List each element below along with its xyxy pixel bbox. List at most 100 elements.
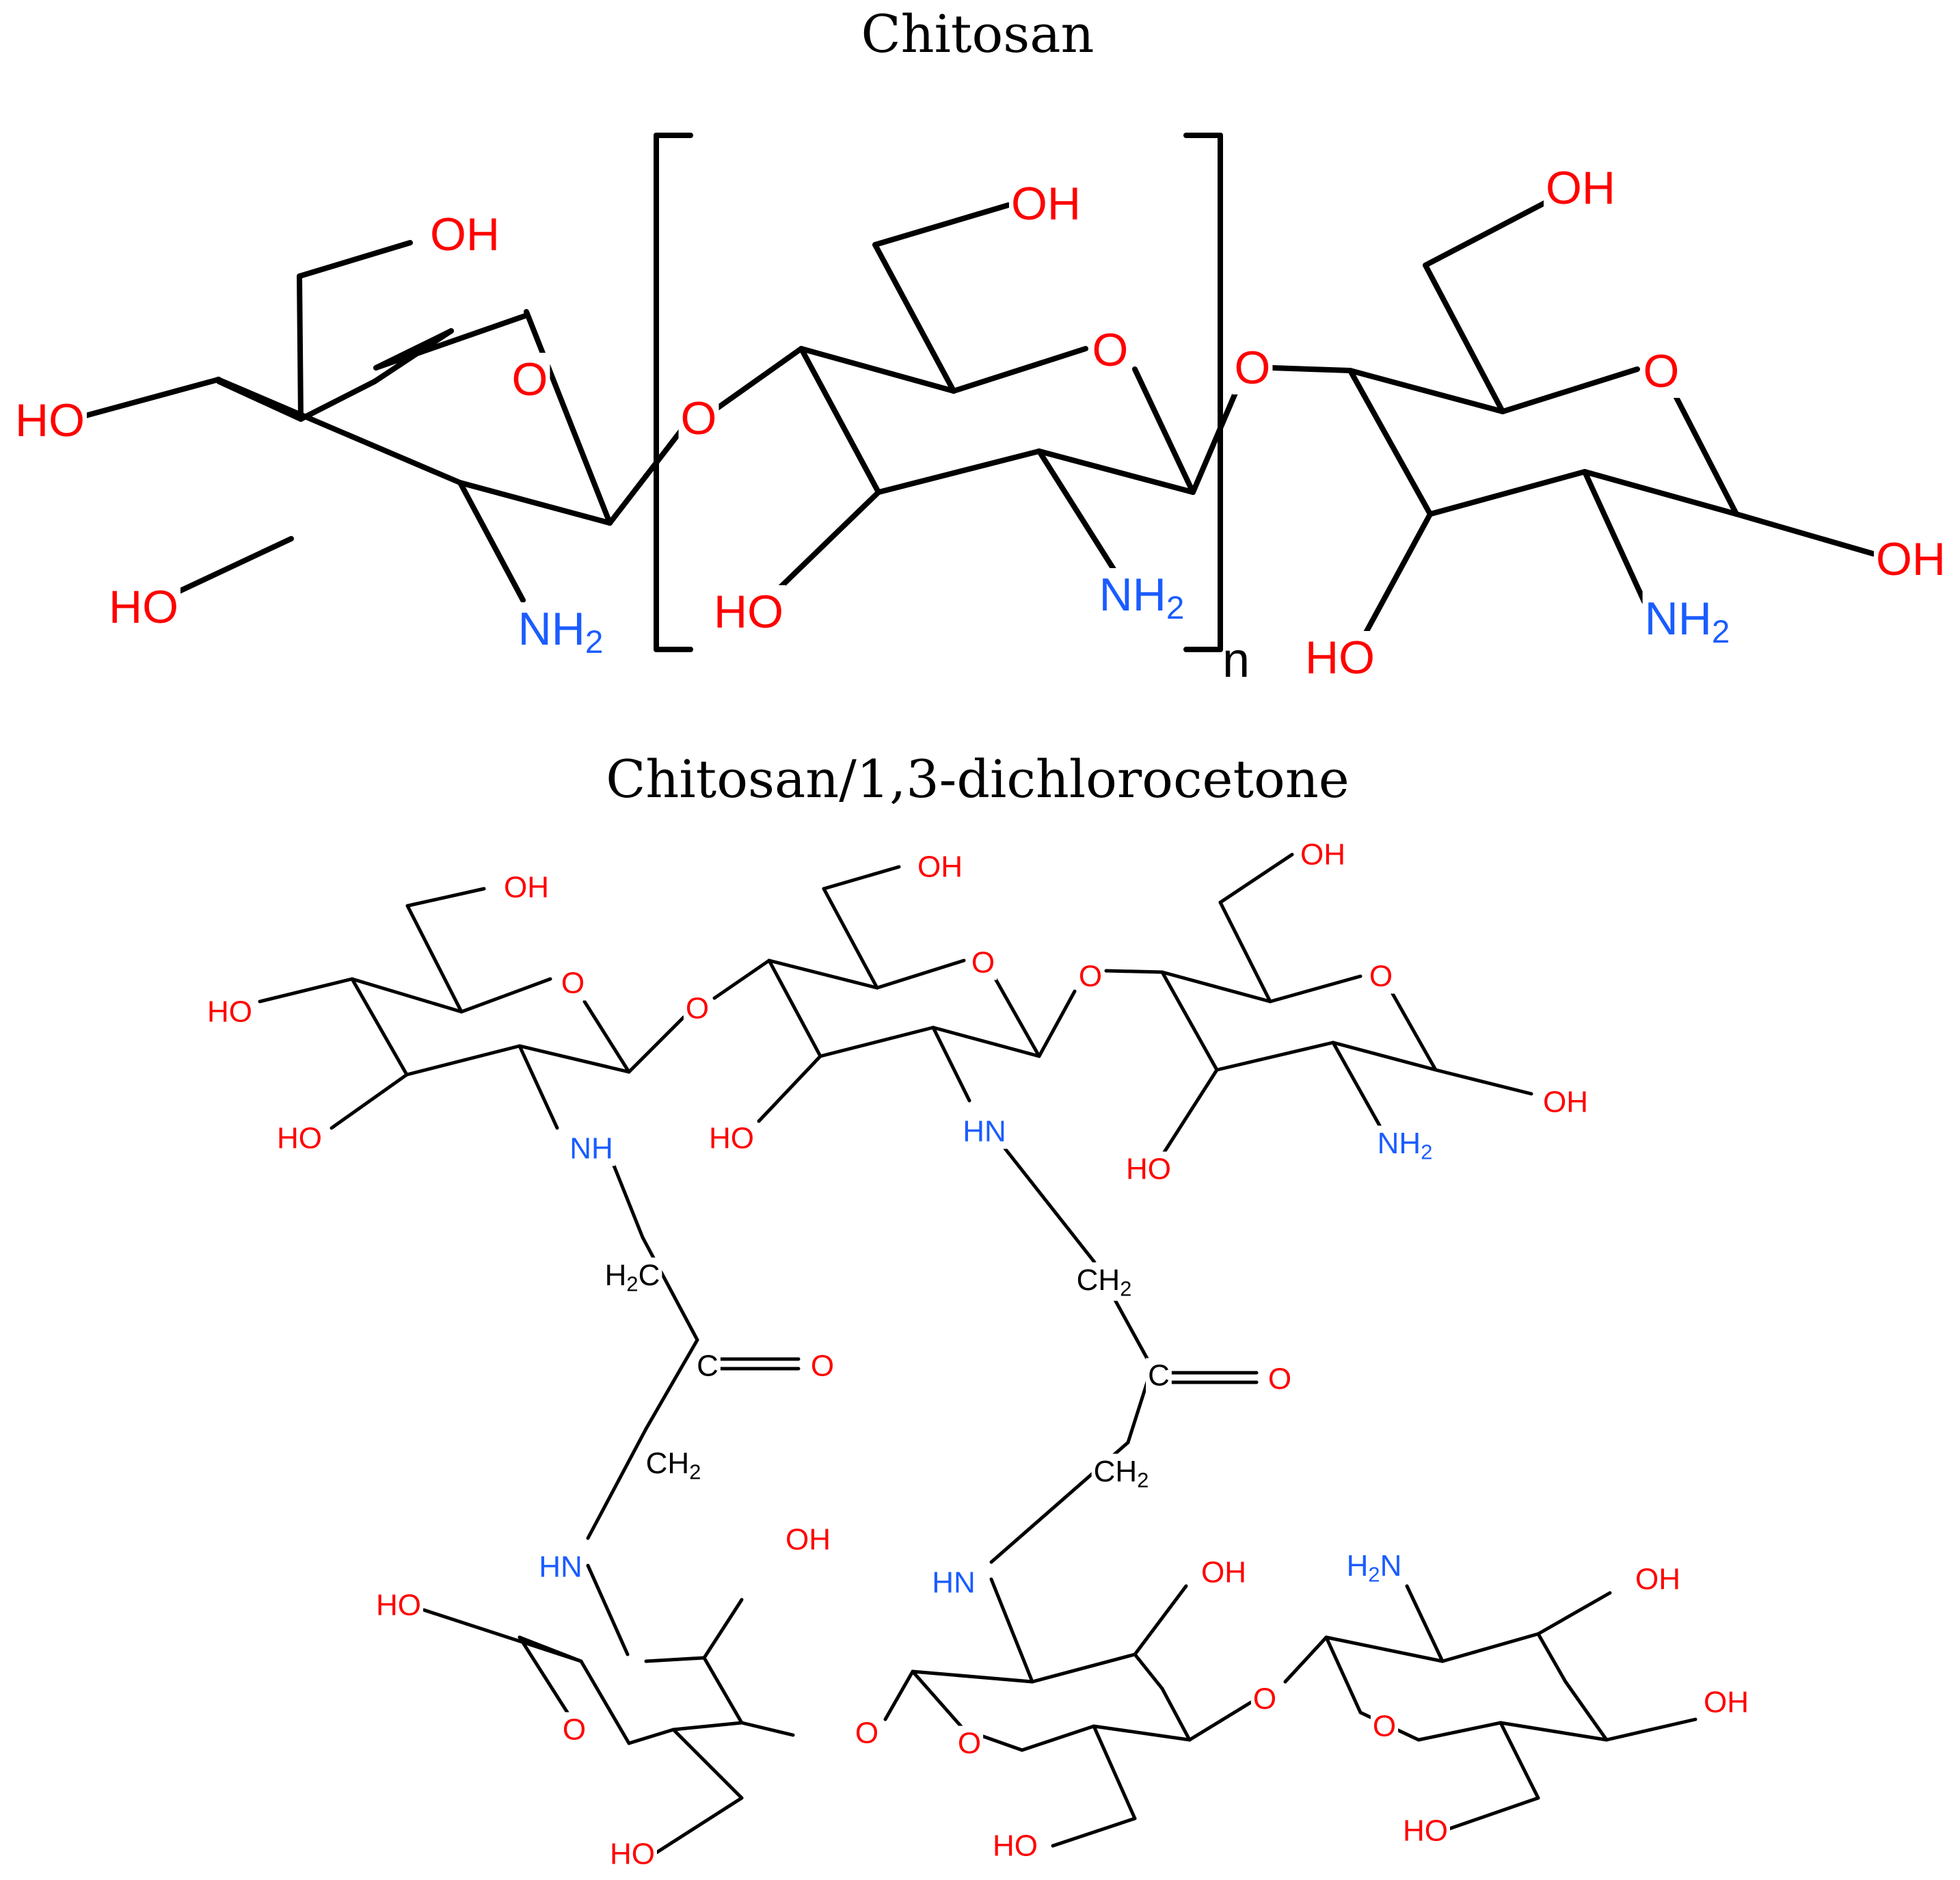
- chitosan-bonds: [75, 133, 1876, 652]
- top-bond-11: [167, 536, 294, 598]
- bottom-bond-57: [654, 1796, 744, 1855]
- top-label-bg-t-nh2-2: [1097, 568, 1187, 627]
- top-label-t-oh-ch2-1: OH: [430, 209, 500, 260]
- bottom-label-bg-l1-o: [808, 1348, 837, 1384]
- bottom-bond-59: [883, 1669, 915, 1721]
- top-label-t-ring-o-1: O: [512, 353, 548, 405]
- top-bond-26: [1269, 365, 1353, 373]
- top-bond-12: [457, 480, 526, 603]
- bottom-bond-34: [1160, 1068, 1219, 1157]
- bottom-bond-13: [767, 958, 879, 990]
- bottom-label-b1-nh: NH: [569, 1132, 613, 1166]
- bottom-label-bg-l2-ch2-bot: [1091, 1453, 1151, 1492]
- bottom-bond-79: [1417, 1721, 1503, 1742]
- bottom-bond-27: [1389, 989, 1438, 1072]
- crosslinked-bonds: [258, 852, 1697, 1855]
- bottom-label-l2-ch2-top: CH2: [1077, 1263, 1132, 1300]
- bottom-label-b4-ring-o: O: [563, 1713, 586, 1747]
- bottom-bond-17: [818, 1025, 935, 1058]
- bottom-label-b3-nh2: NH2: [1378, 1127, 1433, 1164]
- bottom-bond-10: [518, 1044, 559, 1130]
- bottom-bond-76: [1536, 1632, 1568, 1684]
- bottom-bond-6: [258, 977, 354, 1004]
- bottom-label-bg-b1-oh-left: [205, 994, 254, 1030]
- bottom-bond-68: [1133, 1584, 1188, 1656]
- bottom-label-bg-b-o-link-45: [853, 1715, 881, 1751]
- bottom-label-b3-oh-low: HO: [1126, 1153, 1171, 1186]
- bottom-label-bg-b-o-link-56: [1250, 1681, 1279, 1717]
- top-label-bg-t-oh-ch2-1: [428, 208, 502, 261]
- bottom-bond-16: [931, 1025, 1041, 1058]
- bottom-label-l1-c: C: [697, 1349, 719, 1383]
- top-bond-5: [524, 309, 613, 526]
- top-bond-10: [297, 240, 413, 279]
- bottom-label-l1-ch2: CH2: [646, 1447, 701, 1483]
- top-label-bg-t-oh-low-1: [107, 580, 180, 634]
- top-bond-22: [1036, 448, 1124, 584]
- bottom-label-b3-oh-right: OH: [1543, 1086, 1588, 1119]
- top-label-bg-t-ring-o-1: [509, 353, 550, 406]
- bottom-bond-7: [330, 1073, 409, 1130]
- bottom-bond-24: [1104, 969, 1164, 974]
- top-bond-35: [1734, 511, 1876, 556]
- bottom-bond-78: [1499, 1721, 1609, 1742]
- bottom-label-b-o-link-45: O: [855, 1717, 878, 1750]
- bottom-label-bg-b1-ring-o: [559, 965, 587, 1001]
- bottom-bond-28: [1331, 1040, 1438, 1072]
- top-label-t-ring-o-3: O: [1643, 345, 1680, 397]
- bottom-bond-84: [1605, 1717, 1697, 1742]
- bottom-label-bg-b6-oh-ch2: [1401, 1813, 1450, 1849]
- bottom-label-b1-oh-ch2: OH: [504, 871, 549, 904]
- bottom-label-b4-hn: HN: [539, 1550, 582, 1584]
- bottom-bond-49: [671, 1721, 744, 1732]
- bottom-label-b5-ring-o: O: [958, 1727, 981, 1760]
- bottom-bond-60: [911, 1669, 1034, 1684]
- bottom-label-b-o-link-56: O: [1253, 1682, 1276, 1716]
- bottom-bond-63: [1160, 1687, 1192, 1742]
- bottom-label-b2-oh-ch2: OH: [917, 850, 963, 884]
- top-label-t-o-link-1: O: [681, 392, 717, 444]
- bottom-bond-50: [740, 1721, 795, 1737]
- top-bond-31: [1427, 469, 1587, 517]
- bottom-bond-20: [822, 887, 879, 990]
- bottom-label-bg-b1-nh: [567, 1131, 615, 1166]
- top-bond-36: [1358, 511, 1433, 645]
- bottom-label-b2-hn: HN: [963, 1115, 1006, 1149]
- top-label-bg-t-nh2-1: [515, 602, 606, 661]
- top-bond-8: [75, 377, 221, 420]
- bottom-bond-86: [1447, 1796, 1540, 1831]
- bottom-bond-81: [1324, 1635, 1362, 1715]
- top-label-t-nh2-1: NH2: [518, 603, 604, 660]
- top-bond-19: [876, 448, 1042, 495]
- bottom-label-bg-b1-oh-low: [275, 1120, 324, 1156]
- top-bond-29: [1665, 379, 1739, 517]
- bottom-label-b3-oh-ch2: OH: [1300, 838, 1345, 872]
- top-bond-16: [951, 346, 1088, 394]
- bottom-label-l1-o: O: [811, 1349, 834, 1383]
- bottom-bond-62: [1133, 1652, 1164, 1691]
- bottom-bond-22: [931, 1025, 971, 1103]
- top-bond-13: [607, 416, 693, 526]
- bottom-bond-2: [582, 999, 631, 1074]
- bottom-label-bg-b3-oh-right: [1541, 1084, 1590, 1120]
- top-label-bg-t-oh-left-1: [13, 394, 87, 447]
- top-label-t-oh-ch2-2: OH: [1011, 178, 1081, 230]
- bottom-label-b6-oh-right: OH: [1704, 1686, 1749, 1719]
- bottom-label-bg-l2-o: [1265, 1361, 1294, 1397]
- bottom-bond-14: [875, 958, 966, 990]
- bottom-label-bg-b4-oh-top: [783, 1522, 833, 1557]
- bottom-label-bg-l2-ch2-top: [1074, 1262, 1134, 1301]
- bottom-label-bg-b-o-link-12: [683, 991, 712, 1026]
- bottom-label-bg-l2-c: [1146, 1358, 1172, 1393]
- bottom-label-bg-b1-oh-ch2: [502, 870, 551, 905]
- bottom-label-bg-l1-h2c: [602, 1257, 662, 1296]
- bottom-bond-58: [586, 1563, 630, 1656]
- top-label-t-oh-left-1: HO: [15, 394, 85, 446]
- top-bond-24: [872, 202, 1011, 247]
- bottom-label-b3-ring-o: O: [1369, 960, 1393, 993]
- bottom-bond-54: [422, 1608, 583, 1663]
- bottom-label-b1-oh-left: HO: [207, 995, 252, 1029]
- bottom-label-l2-o: O: [1268, 1362, 1291, 1396]
